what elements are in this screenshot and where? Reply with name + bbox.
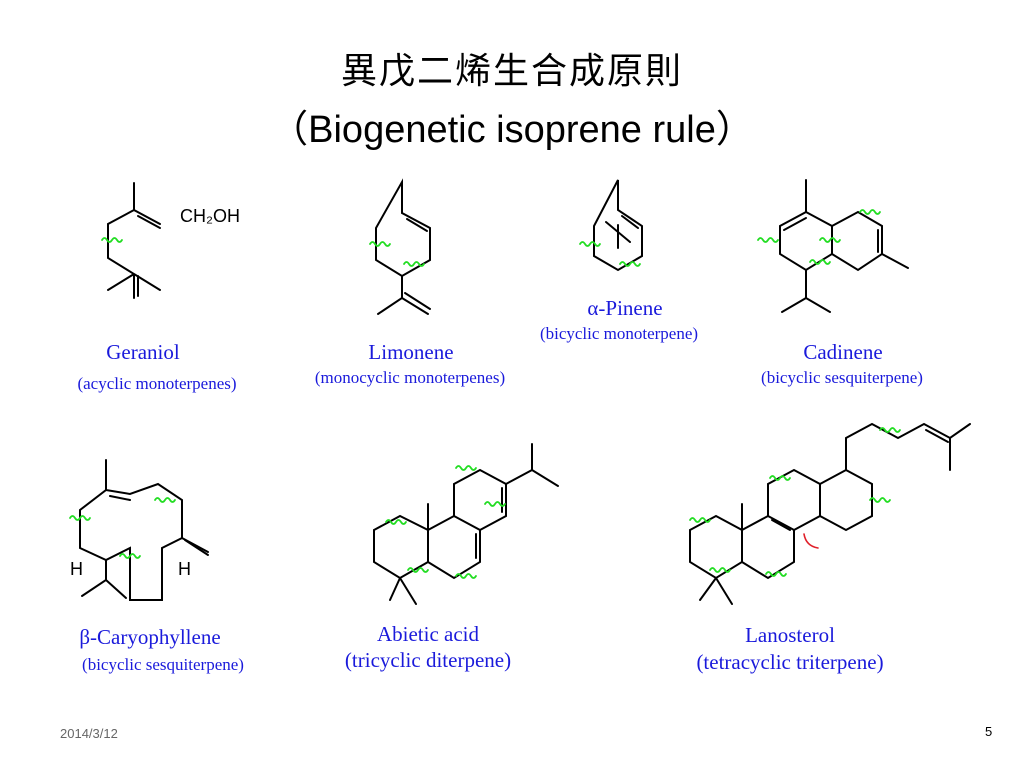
lanosterol-label: Lanosterol xyxy=(745,623,835,647)
alpha-pinene-classification: (bicyclic monoterpene) xyxy=(539,324,699,343)
slide-title-english: （Biogenetic isoprene rule） xyxy=(270,109,754,151)
cadinene-label: Cadinene xyxy=(803,340,883,364)
alpha-pinene-structure xyxy=(579,179,643,272)
beta-caryophyllene-structure: H H xyxy=(69,459,209,601)
cadinene-structure xyxy=(757,179,909,313)
geraniol-label: Geraniol xyxy=(106,340,180,364)
caryophyllene-h-left: H xyxy=(70,559,83,579)
cadinene-classification: (bicyclic sesquiterpene) xyxy=(761,368,923,387)
beta-caryophyllene-label: β-Caryophyllene xyxy=(79,625,221,649)
lanosterol-structure xyxy=(689,422,971,605)
geraniol-ch2oh: CH₂OH xyxy=(180,206,240,226)
alpha-pinene-label: α-Pinene xyxy=(587,296,663,320)
abietic-acid-structure xyxy=(373,443,559,605)
limonene-structure xyxy=(369,178,431,315)
slide-title-chinese: 異戊二烯生合成原則 xyxy=(340,51,683,92)
lanosterol-classification: (tetracyclic triterpene) xyxy=(696,650,884,674)
beta-caryophyllene-classification: (bicyclic sesquiterpene) xyxy=(82,655,244,674)
caryophyllene-h-right: H xyxy=(178,559,191,579)
geraniol-classification: (acyclic monoterpenes) xyxy=(77,374,237,393)
slide-date: 2014/3/12 xyxy=(60,726,118,741)
abietic-acid-label: Abietic acid xyxy=(376,622,480,646)
slide-page-number: 5 xyxy=(985,724,993,739)
abietic-acid-classification: (tricyclic diterpene) xyxy=(344,648,512,672)
limonene-classification: (monocyclic monoterpenes) xyxy=(314,368,506,387)
limonene-label: Limonene xyxy=(368,340,454,364)
geraniol-structure: CH₂OH xyxy=(101,182,240,299)
